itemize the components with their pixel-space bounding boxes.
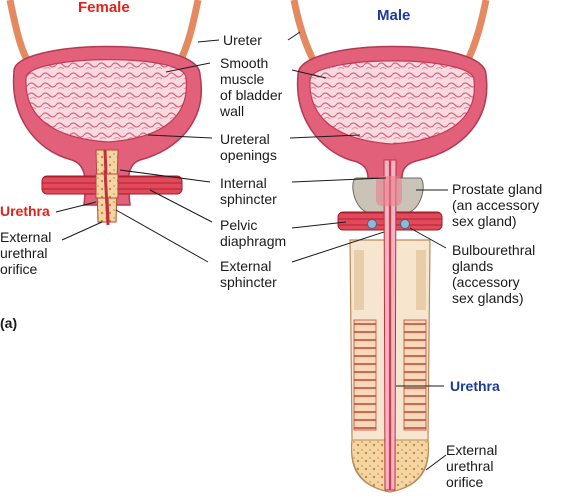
- female-title: Female: [78, 0, 130, 16]
- label-line: sphincter: [220, 274, 277, 290]
- male-corpus-left: [353, 319, 377, 431]
- label-line: External: [220, 258, 272, 274]
- label-bulbourethral-glands: Bulbourethral glands (accessory sex glan…: [452, 242, 535, 306]
- panel-letter: (a): [0, 315, 18, 331]
- label-line: Smooth: [220, 55, 269, 71]
- male-corpus-right: [403, 319, 427, 431]
- label-line: sex gland): [452, 213, 517, 229]
- label-line: orifice: [446, 474, 484, 490]
- label-line: orifice: [0, 261, 38, 277]
- label-urethra-male: Urethra: [450, 378, 500, 394]
- label-smooth-muscle: Smooth muscle of bladder wall: [220, 55, 282, 119]
- label-ureter: Ureter: [223, 32, 262, 48]
- female-diagram: [6, 0, 202, 226]
- label-line: Ureteral: [220, 131, 270, 147]
- label-line: External: [0, 229, 52, 245]
- female-bladder-lining: [25, 59, 187, 143]
- label-urethra-female: Urethra: [0, 203, 50, 219]
- label-line: urethral: [0, 245, 48, 261]
- label-external-urethral-orifice-female: External urethral orifice: [0, 229, 51, 277]
- label-line: sphincter: [220, 191, 277, 207]
- label-line: muscle: [220, 71, 265, 87]
- label-external-urethral-orifice-male: External urethral orifice: [446, 442, 497, 490]
- label-line: of bladder: [220, 87, 283, 103]
- label-line: diaphragm: [220, 233, 287, 249]
- label-line: sex glands): [452, 290, 524, 306]
- label-line: openings: [220, 147, 277, 163]
- label-pelvic-diaphragm: Pelvic diaphragm: [220, 217, 286, 249]
- label-line: Pelvic: [220, 217, 258, 233]
- label-ureteral-openings: Ureteral openings: [220, 131, 277, 163]
- male-bulbourethral-gland-left: [367, 219, 377, 229]
- label-line: (an accessory: [452, 197, 540, 213]
- leader-lines: [55, 31, 448, 471]
- male-bladder-lining: [309, 60, 475, 145]
- male-title: Male: [377, 7, 411, 24]
- label-line: wall: [220, 103, 245, 119]
- label-line: Bulbourethral: [452, 242, 536, 258]
- male-bulbourethral-gland-right: [400, 219, 410, 229]
- label-line: glands: [452, 258, 494, 274]
- label-line: Internal: [220, 175, 267, 191]
- label-prostate-gland: Prostate gland (an accessory sex gland): [452, 181, 542, 229]
- label-line: External: [446, 442, 498, 458]
- label-line: (accessory: [452, 274, 520, 290]
- male-diagram: [290, 0, 490, 493]
- label-line: Prostate gland: [452, 181, 543, 197]
- label-internal-sphincter: Internal sphincter: [220, 175, 277, 207]
- label-line: urethral: [446, 458, 494, 474]
- label-external-sphincter: External sphincter: [220, 258, 277, 290]
